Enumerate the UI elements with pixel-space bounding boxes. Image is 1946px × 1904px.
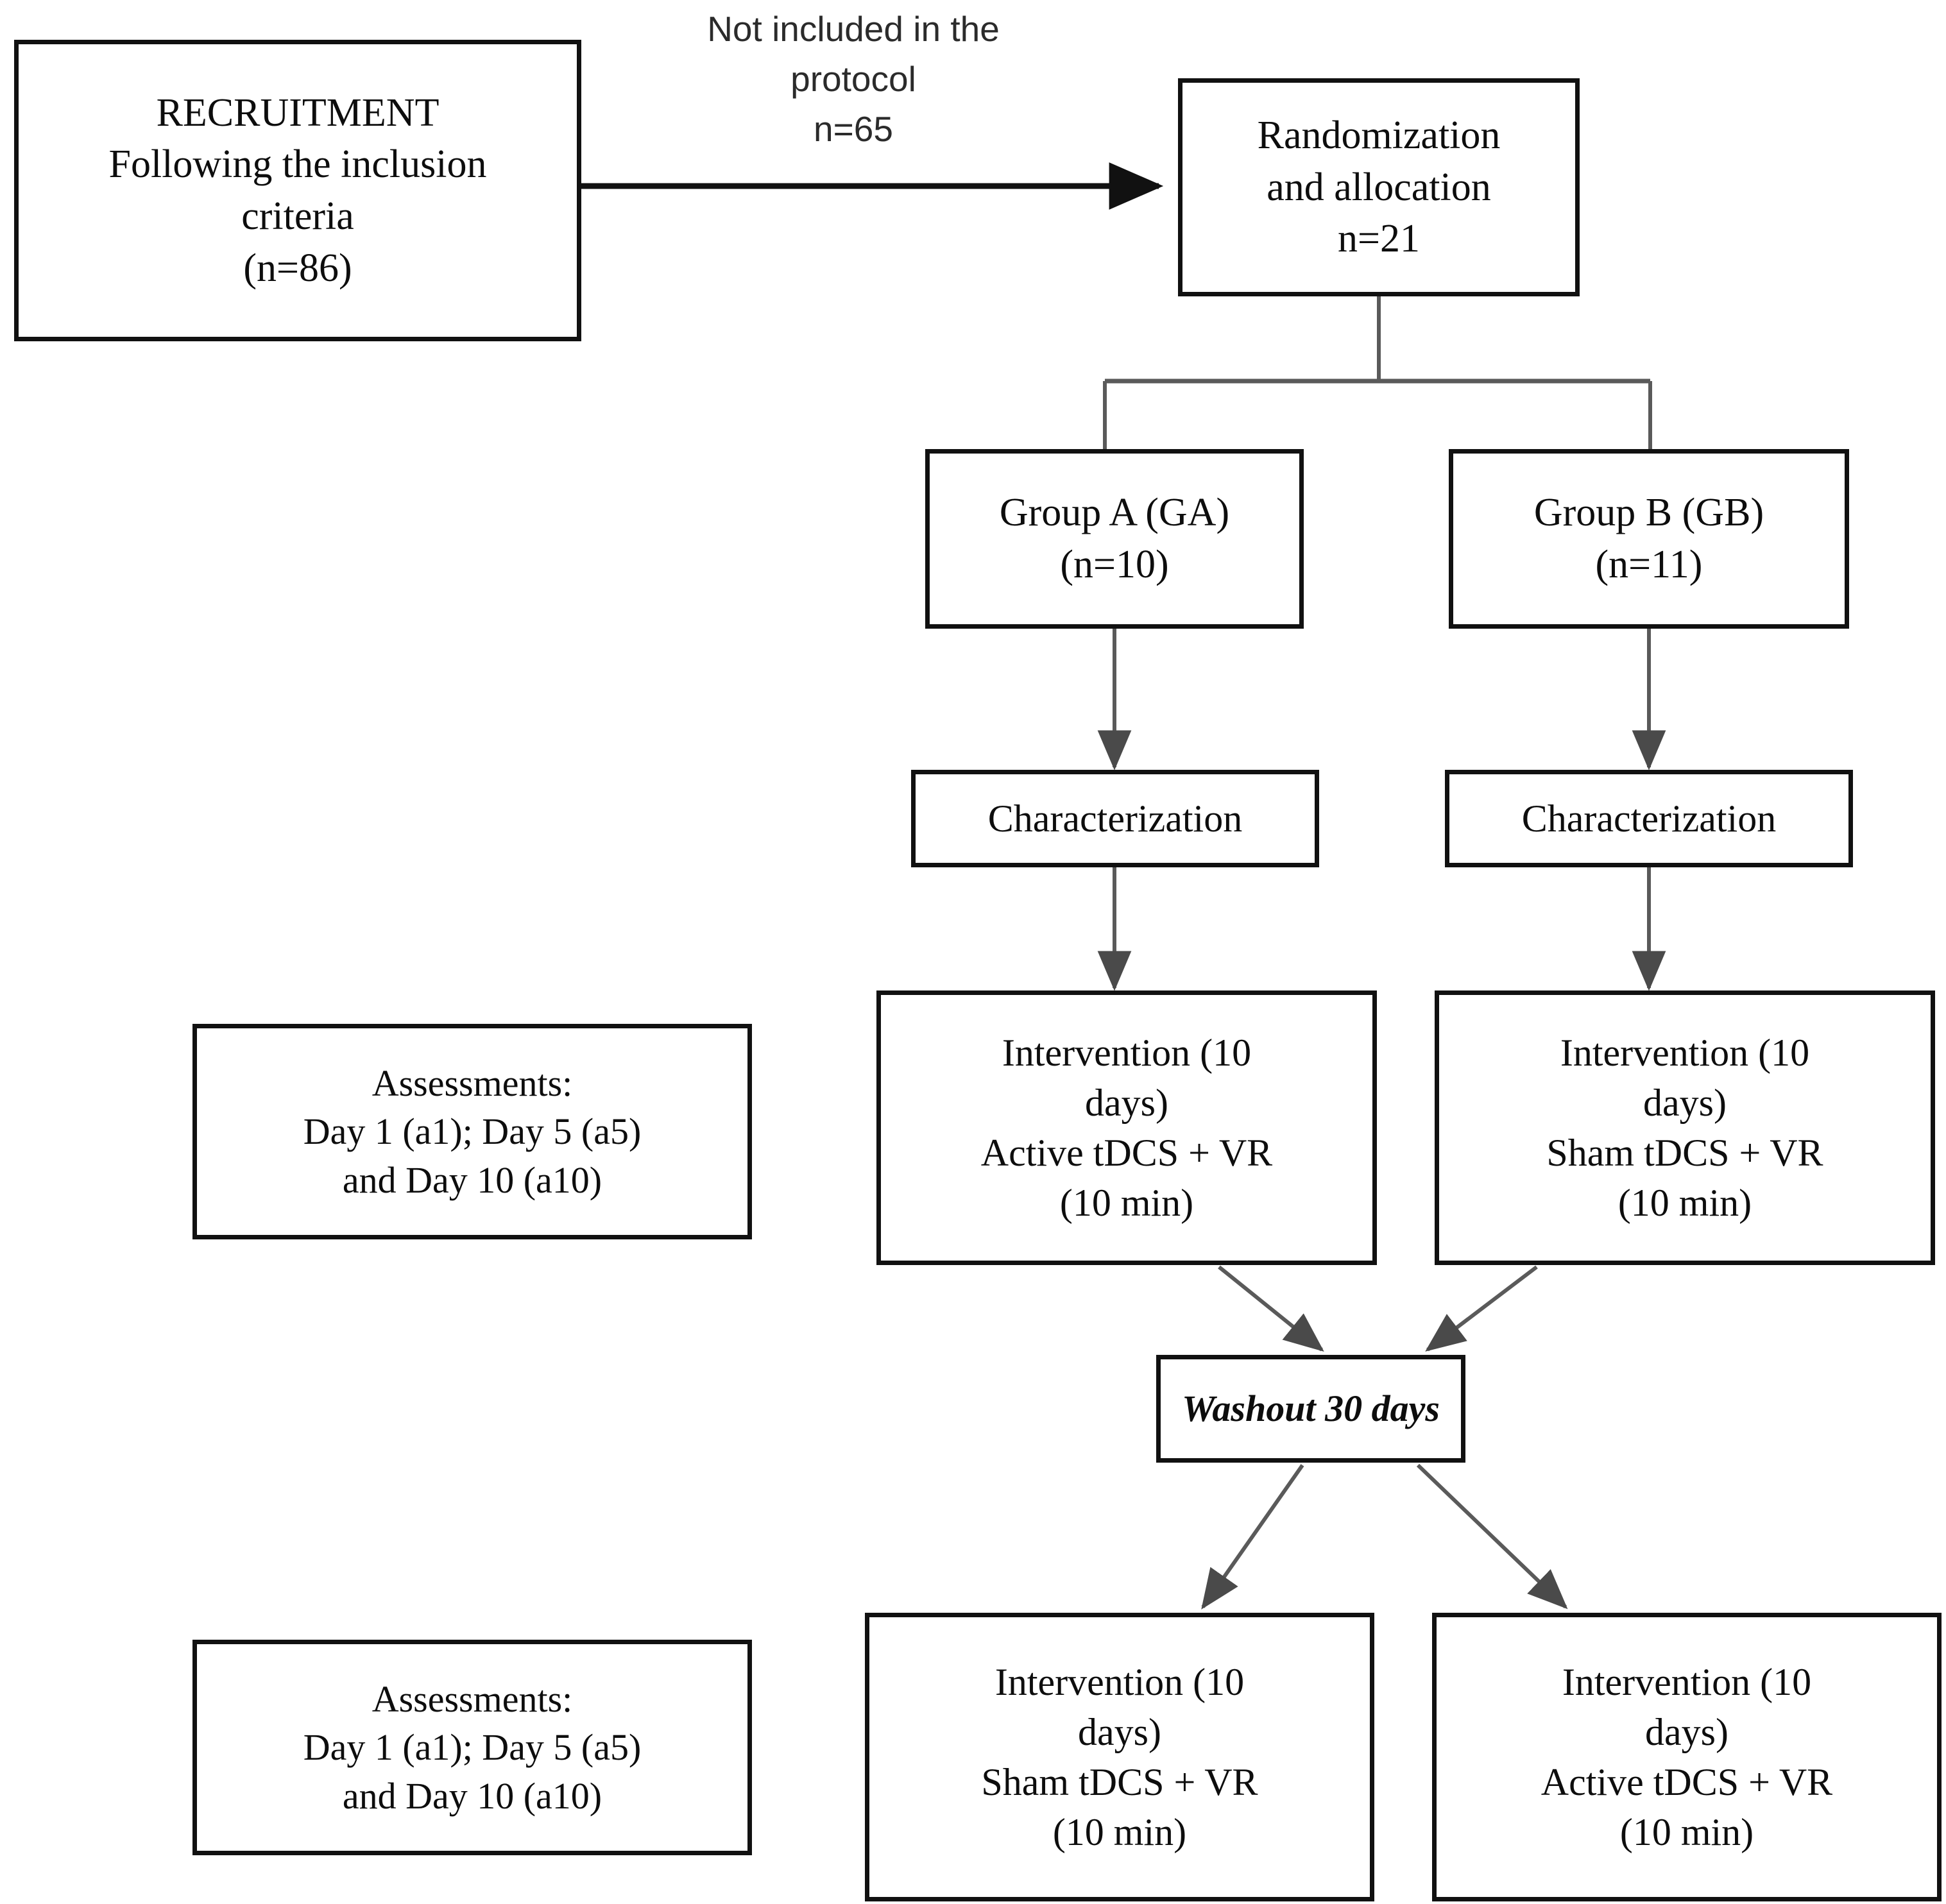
node-characterization-a-label: Characterization (987, 797, 1243, 840)
node-characterization-group-b[interactable]: Characterization (1445, 770, 1853, 867)
node-characterization-b-label: Characterization (1521, 797, 1777, 840)
node-intervention-group-a-phase-2[interactable]: Intervention (10 days) Sham tDCS + VR (1… (865, 1613, 1374, 1901)
label-not-included-in-protocol: Not included in the protocol n=65 (707, 9, 1000, 149)
node-washout-label: Washout 30 days (1182, 1388, 1440, 1430)
node-intervention-a2-label: Intervention (10 days) Sham tDCS + VR (1… (981, 1661, 1258, 1853)
node-assessments-phase-1[interactable]: Assessments: Day 1 (a1); Day 5 (a5) and … (192, 1024, 752, 1239)
node-intervention-group-b-phase-2[interactable]: Intervention (10 days) Active tDCS + VR … (1432, 1613, 1942, 1901)
node-group-a-label: Group A (GA) (n=10) (999, 491, 1230, 586)
node-intervention-group-a-phase-1[interactable]: Intervention (10 days) Active tDCS + VR … (876, 990, 1377, 1265)
node-intervention-b2-label: Intervention (10 days) Active tDCS + VR … (1541, 1661, 1833, 1853)
edge-intervention-b1-to-washout (1425, 1265, 1538, 1352)
edge-washout-to-intervention-b2 (1416, 1463, 1568, 1610)
node-group-b-label: Group B (GB) (n=11) (1533, 491, 1764, 586)
node-assessments-phase-2[interactable]: Assessments: Day 1 (a1); Day 5 (a5) and … (192, 1640, 752, 1855)
node-recruitment[interactable]: RECRUITMENT Following the inclusion crit… (14, 40, 581, 341)
node-assessments-2-label: Assessments: Day 1 (a1); Day 5 (a5) and … (303, 1678, 642, 1817)
node-intervention-group-b-phase-1[interactable]: Intervention (10 days) Sham tDCS + VR (1… (1435, 990, 1935, 1265)
node-characterization-group-a[interactable]: Characterization (911, 770, 1319, 867)
node-randomization-label: Randomization and allocation n=21 (1257, 114, 1501, 261)
node-randomization-and-allocation[interactable]: Randomization and allocation n=21 (1178, 78, 1580, 296)
node-intervention-b1-label: Intervention (10 days) Sham tDCS + VR (1… (1546, 1032, 1823, 1224)
node-recruitment-label: RECRUITMENT Following the inclusion crit… (108, 90, 487, 290)
node-assessments-1-label: Assessments: Day 1 (a1); Day 5 (a5) and … (303, 1062, 642, 1201)
edge-washout-to-intervention-a2 (1201, 1464, 1304, 1610)
node-intervention-a1-label: Intervention (10 days) Active tDCS + VR … (980, 1032, 1273, 1224)
node-group-b[interactable]: Group B (GB) (n=11) (1449, 449, 1849, 629)
node-group-a[interactable]: Group A (GA) (n=10) (925, 449, 1304, 629)
node-washout-period[interactable]: Washout 30 days (1156, 1355, 1465, 1463)
edge-intervention-a1-to-washout (1218, 1265, 1324, 1352)
